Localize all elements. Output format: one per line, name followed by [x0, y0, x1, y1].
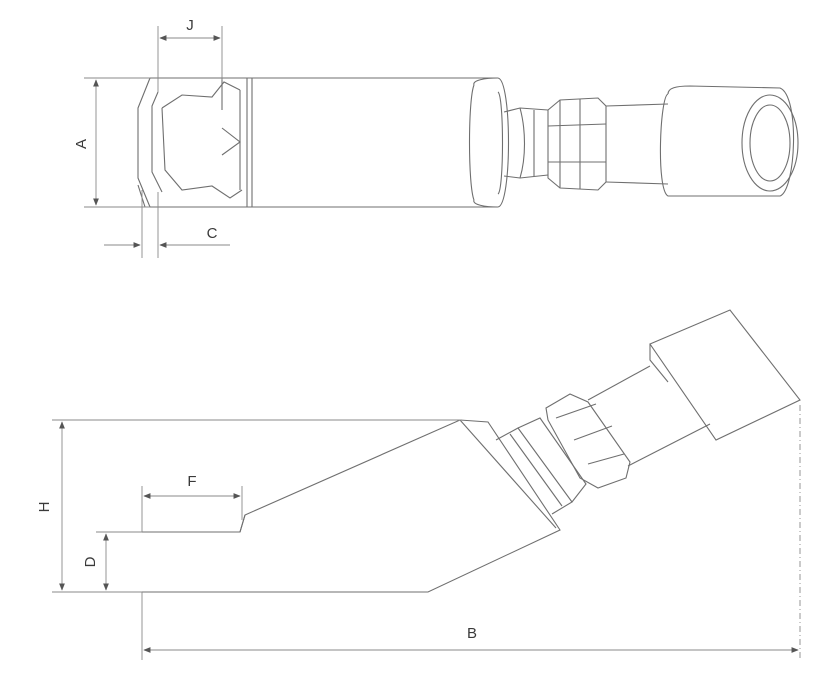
dim-j-label: J — [186, 17, 194, 34]
dim-a-label: A — [73, 139, 90, 149]
dim-f-label: F — [187, 473, 196, 490]
top-flange — [468, 77, 509, 208]
dim-c-label: C — [207, 225, 218, 242]
top-shaft — [605, 103, 669, 185]
side-neck — [495, 417, 587, 515]
side-drive-end — [649, 309, 801, 441]
dim-h: H — [36, 421, 65, 591]
top-socket-profile — [137, 77, 243, 208]
dim-j: J — [157, 17, 223, 92]
side-view: H D F B — [36, 309, 801, 660]
dim-c: C — [104, 190, 230, 258]
dim-d-label: D — [82, 556, 99, 567]
dim-f: F — [143, 473, 241, 499]
top-hex-nut — [547, 97, 607, 191]
dim-a: A — [73, 77, 150, 208]
side-hex-nut — [545, 393, 631, 489]
top-body-outline — [150, 77, 498, 208]
top-neck — [503, 107, 549, 179]
dim-d: D — [82, 533, 109, 591]
dim-b: B — [143, 625, 799, 653]
side-body-outline — [142, 419, 561, 593]
dim-h-label: H — [36, 502, 53, 513]
dim-b-label: B — [467, 625, 477, 642]
top-view: A J C — [73, 17, 799, 258]
side-extension-lines — [52, 405, 801, 660]
top-drive-end — [659, 85, 799, 197]
side-shaft — [587, 365, 711, 467]
